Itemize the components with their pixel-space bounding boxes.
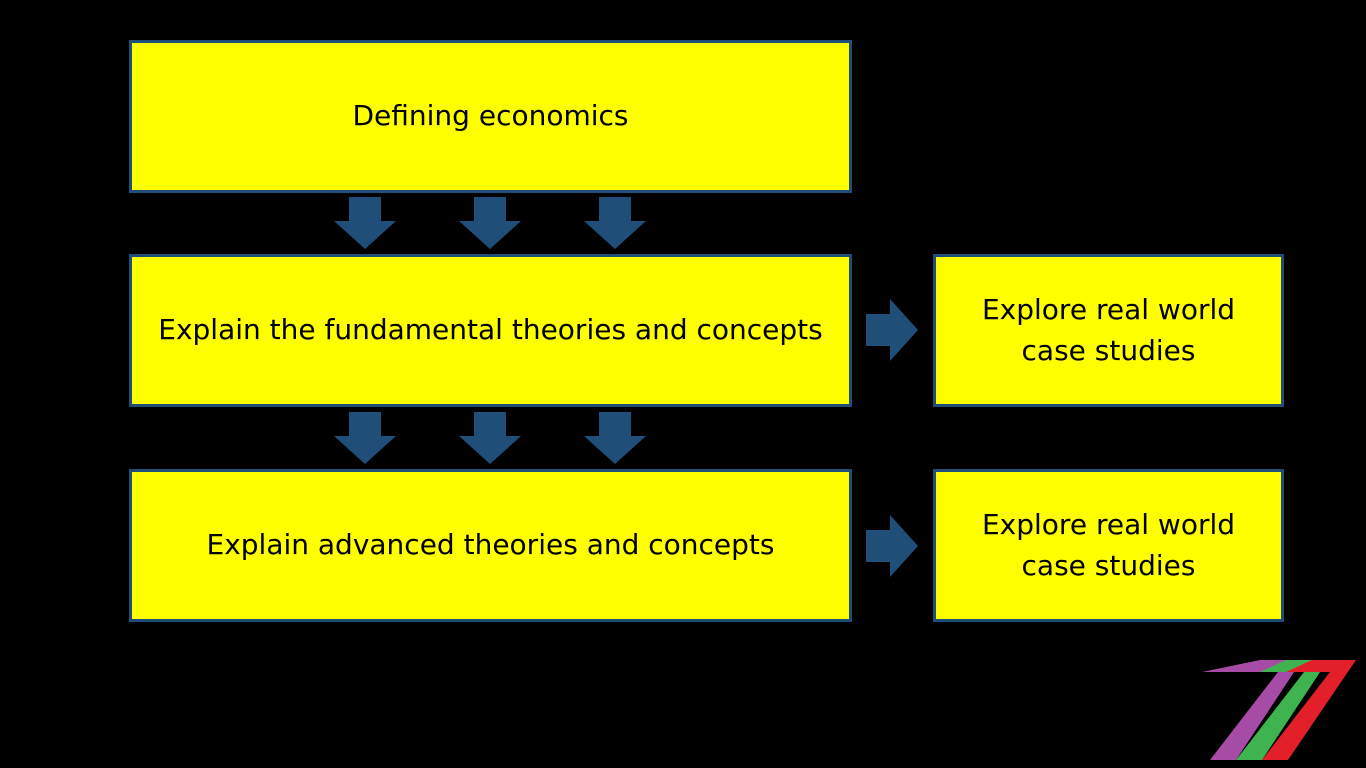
logo-stripe-green (1236, 660, 1328, 760)
defining-economics-label: Defining economics (352, 99, 629, 133)
case-studies-label-lower: Explore real world case studies (981, 507, 1236, 582)
fundamental-theories-box: Explain the fundamental theories and con… (129, 254, 852, 407)
arrow-down-icon (584, 197, 646, 249)
fundamental-theories-label: Explain the fundamental theories and con… (158, 313, 823, 347)
case-studies-label-upper: Explore real world case studies (981, 292, 1236, 367)
arrow-down-icon (334, 197, 396, 249)
arrow-down-icon (459, 197, 521, 249)
arrow-right-icon (866, 299, 918, 361)
case-studies-box-lower: Explore real world case studies (933, 469, 1284, 622)
advanced-theories-label: Explain advanced theories and concepts (206, 528, 775, 562)
seven-stripes-logo (1202, 660, 1356, 760)
defining-economics-box: Defining economics (129, 40, 852, 193)
arrow-down-icon (334, 412, 396, 464)
arrow-right-icon (866, 515, 918, 577)
logo-stripe-red (1262, 660, 1356, 760)
case-studies-box-upper: Explore real world case studies (933, 254, 1284, 407)
advanced-theories-box: Explain advanced theories and concepts (129, 469, 852, 622)
arrow-down-icon (584, 412, 646, 464)
arrow-down-icon (459, 412, 521, 464)
logo-stripe-purple (1202, 660, 1302, 760)
